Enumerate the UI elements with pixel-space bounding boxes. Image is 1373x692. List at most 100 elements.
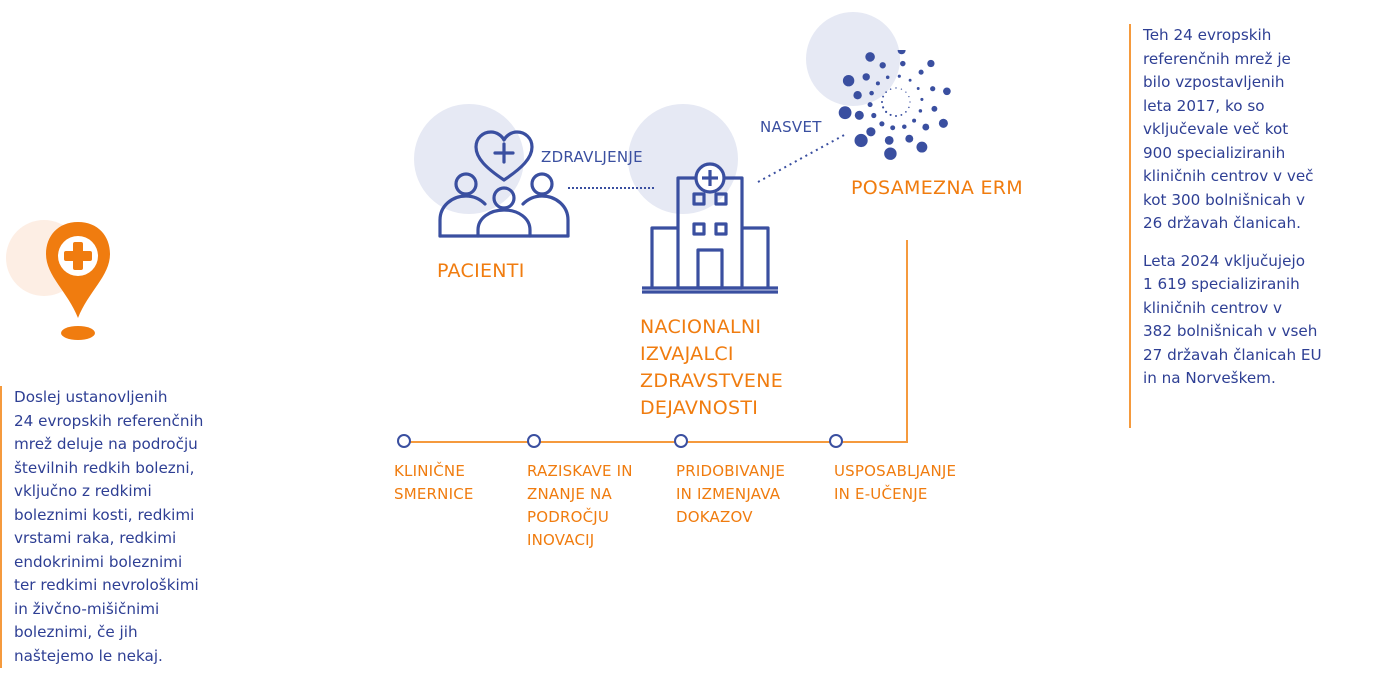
- network-dot: [871, 112, 877, 119]
- network-dot: [879, 62, 886, 69]
- network-dot: [854, 133, 868, 148]
- step-line: USPOSABLJANJE: [834, 462, 957, 480]
- note-line: leta 2017, ko so: [1143, 96, 1265, 115]
- note-line: vključno z redkimi: [14, 482, 152, 500]
- step-line: IN E-UČENJE: [834, 485, 928, 503]
- network-dot: [918, 69, 924, 75]
- note-line: mrež deluje na področju: [14, 435, 198, 453]
- note-line: ter redkimi nevrološkimi: [14, 576, 199, 594]
- location-pin-plus-icon: [46, 222, 110, 340]
- network-dot: [890, 125, 896, 131]
- note-line: 24 evropskih referenčnih: [14, 411, 204, 430]
- network-dot: [938, 118, 948, 128]
- hospital-icon: [642, 162, 778, 294]
- title-line: NACIONALNI: [640, 316, 762, 338]
- timeline-node: [397, 434, 411, 448]
- network-dot: [905, 91, 907, 93]
- timeline-node: [527, 434, 541, 448]
- network-dot: [909, 101, 911, 103]
- note-line: kliničnih centrov v več: [1143, 167, 1314, 185]
- network-dot: [838, 106, 852, 120]
- network-dot: [867, 102, 873, 108]
- network-dot: [900, 88, 903, 90]
- network-dot: [842, 75, 855, 87]
- title-line: DEJAVNOSTI: [640, 397, 759, 419]
- network-dot: [879, 121, 885, 127]
- network-dot: [880, 100, 884, 104]
- note-line: boleznimi, če jih: [14, 623, 138, 641]
- network-dot: [882, 106, 885, 109]
- note-line: vključevale več kot: [1143, 120, 1289, 138]
- network-dot: [865, 52, 875, 62]
- note-line: endokrinimi boleznimi: [14, 552, 183, 571]
- network-dot: [854, 110, 864, 120]
- network-dot: [897, 74, 901, 78]
- step-line: SMERNICE: [394, 485, 474, 503]
- network-dot: [853, 91, 862, 100]
- network-dot: [912, 118, 917, 123]
- network-dot: [931, 105, 938, 112]
- network-dot: [927, 59, 935, 68]
- network-dot: [897, 50, 906, 55]
- patients-heart-icon: [438, 130, 570, 238]
- network-dot: [884, 147, 897, 160]
- ern-title: POSAMEZNA ERM: [851, 177, 1023, 199]
- ern-network-icon: [838, 50, 951, 160]
- note-line: številnih redkih bolezni,: [14, 458, 195, 477]
- step-line: KLINIČNE: [394, 462, 466, 480]
- network-dot: [908, 78, 912, 82]
- step-clinical-guidelines: KLINIČNE SMERNICE: [394, 460, 474, 506]
- note-line: kliničnih centrov v: [1143, 298, 1283, 317]
- step-line: IN IZMENJAVA: [676, 485, 781, 503]
- network-dot: [875, 81, 880, 86]
- step-line: RAZISKAVE IN: [527, 462, 633, 480]
- national-providers-title: NACIONALNI IZVAJALCI ZDRAVSTVENE DEJAVNO…: [640, 314, 783, 422]
- network-dot: [908, 95, 910, 98]
- note-line: 27 državah članicah EU: [1143, 345, 1322, 364]
- network-dot: [894, 114, 898, 118]
- network-dot: [869, 90, 874, 96]
- network-dot: [866, 127, 876, 137]
- network-dot: [885, 75, 890, 80]
- network-dot: [922, 123, 930, 131]
- network-dot: [895, 87, 897, 89]
- network-dot: [943, 87, 951, 96]
- note-line: boleznimi kosti, redkimi: [14, 505, 195, 524]
- ern-background-circle: [806, 12, 900, 106]
- network-dot: [908, 106, 910, 109]
- note-line: Doslej ustanovljenih: [14, 388, 168, 406]
- patients-title: PACIENTI: [437, 260, 525, 282]
- rare-diseases-note: Doslej ustanovljenih 24 evropskih refere…: [0, 386, 203, 668]
- note-line: referenčnih mrež je: [1143, 49, 1291, 68]
- note-line: naštejemo le nekaj.: [14, 646, 163, 665]
- ern-steps-connector: [906, 240, 908, 442]
- note-line: bilo vzpostavljenih: [1143, 73, 1285, 91]
- network-dot: [900, 113, 903, 116]
- note-line: Leta 2024 vključujejo: [1143, 251, 1306, 270]
- steps-timeline-line: [404, 441, 908, 443]
- network-dot: [900, 60, 906, 67]
- network-dot: [916, 141, 928, 153]
- note-line: 900 specializiranih: [1143, 143, 1286, 162]
- step-line: DOKAZOV: [676, 508, 753, 526]
- network-dot: [902, 124, 907, 129]
- step-training-elearning: USPOSABLJANJE IN E-UČENJE: [834, 460, 956, 506]
- note-line: in živčno-mišičnimi: [14, 599, 160, 618]
- network-dot: [918, 109, 923, 113]
- network-dot: [885, 91, 887, 93]
- step-line: PRIDOBIVANJE: [676, 462, 786, 480]
- timeline-node: [829, 434, 843, 448]
- patients-hospital-connector: [568, 187, 654, 189]
- network-dot: [905, 111, 907, 113]
- step-line: ZNANJE NA: [527, 485, 612, 503]
- network-dot: [862, 73, 870, 81]
- title-line: IZVAJALCI: [640, 343, 734, 365]
- note-line: 1 619 specializiranih: [1143, 275, 1300, 293]
- network-dot: [885, 110, 888, 113]
- step-line: PODROČJU: [527, 508, 610, 526]
- note-line: in na Norveškem.: [1143, 369, 1276, 387]
- network-dot: [905, 134, 914, 143]
- note-line: vrstami raka, redkimi: [14, 529, 177, 547]
- hospital-background-circle: [628, 104, 738, 214]
- step-line: INOVACIJ: [527, 531, 595, 549]
